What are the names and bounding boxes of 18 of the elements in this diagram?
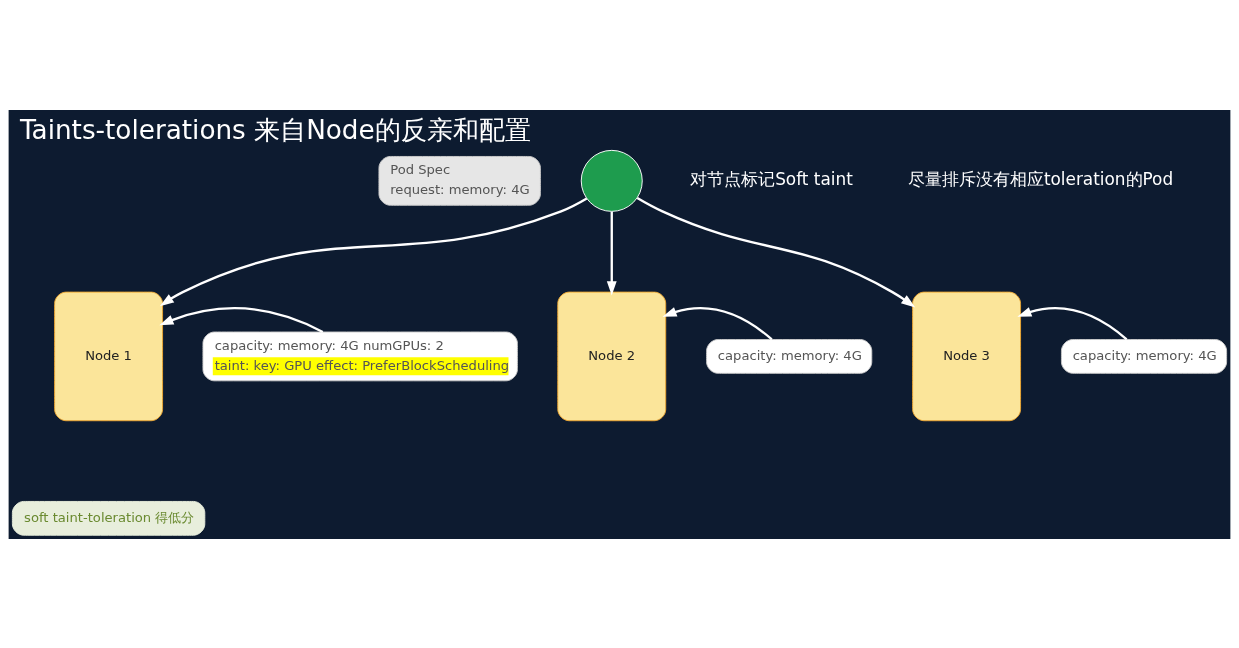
arrow — [159, 197, 588, 306]
node-box: Node 1 — [54, 291, 164, 421]
label: 尽量排斥没有相应toleration的Pod — [907, 168, 1174, 189]
arrow — [159, 306, 324, 333]
node-circle — [580, 149, 643, 212]
node-box: soft taint-toleration 得低分 — [11, 500, 206, 536]
diagram-title: Taints-tolerations 来自Node的反亲和配置 — [19, 114, 531, 145]
node-box: Node 3 — [912, 291, 1022, 421]
node-box: Pod Spec request: memory: 4G — [378, 155, 541, 206]
arrow — [1017, 306, 1128, 340]
arrow — [662, 306, 773, 340]
node-box: capacity: memory: 4G — [1060, 338, 1228, 374]
node-box: capacity: memory: 4G numGPUs: 2 taint: key: GPU effect: PreferBlockScheduling — [202, 331, 518, 381]
arrow — [636, 196, 916, 307]
node-box: capacity: memory: 4G — [706, 338, 873, 374]
label: 对节点标记Soft taint — [690, 168, 853, 189]
node-box: Node 2 — [557, 291, 667, 421]
arrow — [606, 211, 617, 295]
